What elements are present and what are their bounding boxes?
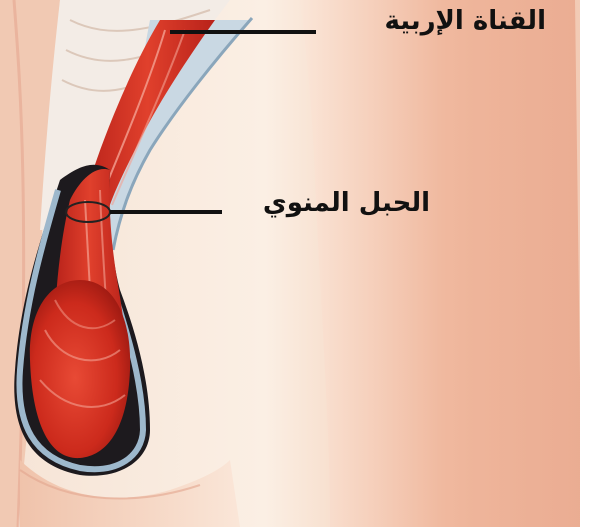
testis <box>30 280 130 458</box>
thigh-right <box>300 0 582 527</box>
label-inguinal-canal: القناة الإربية <box>384 8 546 34</box>
label-spermatic-cord: الحبل المنوي <box>263 190 430 216</box>
